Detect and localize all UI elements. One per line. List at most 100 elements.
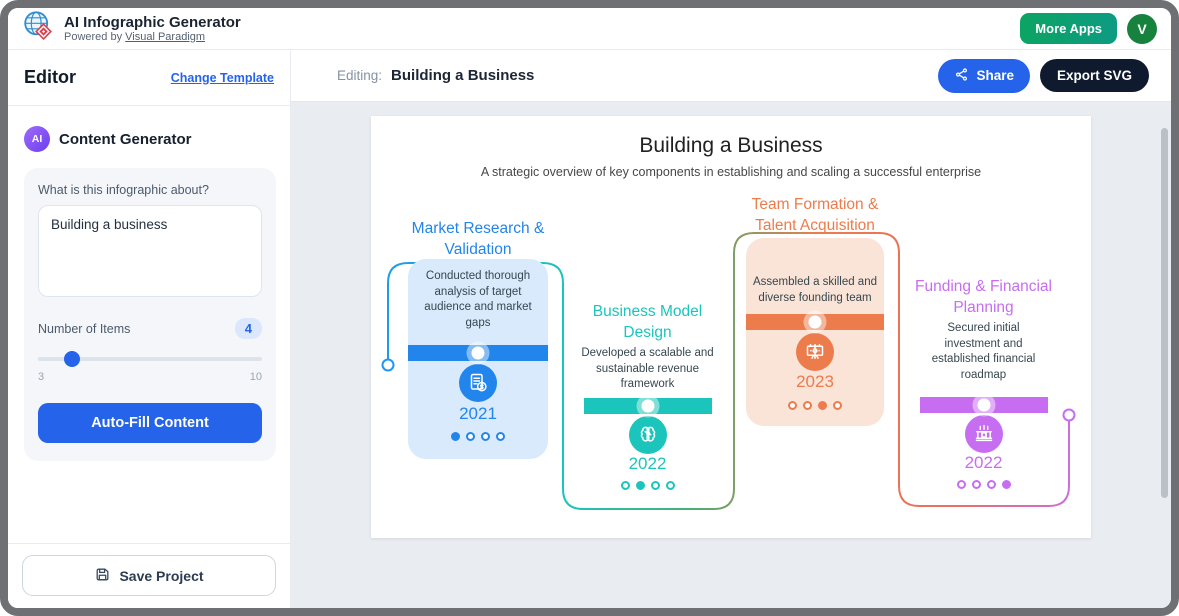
about-input[interactable]: Building a business bbox=[38, 205, 262, 297]
number-of-items-value-badge: 4 bbox=[234, 318, 262, 339]
sidebar-title: Editor bbox=[24, 67, 76, 87]
about-label: What is this infographic about? bbox=[38, 183, 209, 197]
dot bbox=[665, 480, 675, 490]
sidebar-header: Editor Change Template bbox=[8, 50, 290, 106]
editing-info: Editing: Building a Business bbox=[337, 67, 534, 84]
bank-icon bbox=[964, 415, 1003, 453]
editing-bar: Editing: Building a Business Share Exp bbox=[291, 50, 1171, 102]
brand-text: AI Infographic Generator Powered by Visu… bbox=[64, 14, 241, 44]
timeline-knob bbox=[471, 346, 485, 360]
dot bbox=[788, 401, 797, 410]
timeline-item-description: Assembled a skilled and diverse founding… bbox=[752, 276, 877, 304]
timeline-item-title: Business Model Design bbox=[592, 303, 703, 341]
timeline-item[interactable]: Team Formation & Talent Acquisition Asse… bbox=[737, 194, 893, 410]
visual-paradigm-logo-icon bbox=[22, 10, 55, 48]
slider-thumb[interactable] bbox=[63, 351, 80, 367]
export-svg-button[interactable]: Export SVG bbox=[1039, 59, 1149, 92]
slider-track[interactable] bbox=[38, 357, 262, 361]
timeline-dots bbox=[956, 480, 1011, 489]
timeline-dots bbox=[451, 432, 505, 441]
user-avatar[interactable]: V bbox=[1127, 13, 1157, 44]
timeline-knob bbox=[808, 315, 822, 329]
canvas-area: Building a Business A strategic overview… bbox=[291, 102, 1171, 608]
content-generator-title: Content Generator bbox=[59, 130, 192, 148]
timeline-year: 2023 bbox=[796, 372, 834, 391]
visual-paradigm-link[interactable]: Visual Paradigm bbox=[125, 30, 206, 43]
document-name[interactable]: Building a Business bbox=[391, 67, 535, 84]
infographic-title: Building a Business bbox=[639, 134, 823, 157]
slider-max-label: 10 bbox=[249, 371, 262, 383]
dot bbox=[496, 432, 505, 441]
timeline-item-title: Funding & Financial Planning bbox=[915, 278, 1052, 316]
dot bbox=[818, 401, 827, 410]
editor-sidebar: Editor Change Template AI Content Genera… bbox=[8, 50, 291, 608]
dot bbox=[650, 480, 660, 490]
editing-actions: Share Export SVG bbox=[938, 58, 1149, 93]
dot bbox=[986, 480, 996, 489]
header-right: More Apps V bbox=[1020, 13, 1157, 44]
timeline-year: 2022 bbox=[964, 453, 1003, 472]
powered-prefix: Powered by bbox=[64, 30, 126, 43]
dot bbox=[956, 480, 966, 489]
slider-min-label: 3 bbox=[38, 371, 45, 383]
main-area: Editing: Building a Business Share Exp bbox=[291, 50, 1171, 608]
items-slider[interactable] bbox=[38, 351, 262, 367]
powered-by: Powered by Visual Paradigm bbox=[64, 31, 241, 44]
timeline-dots bbox=[620, 480, 675, 490]
infographic-canvas[interactable]: Building a Business A strategic overview… bbox=[371, 116, 1091, 538]
timeline-item-description: Developed a scalable and sustainable rev… bbox=[581, 347, 714, 390]
brain-icon bbox=[628, 415, 667, 454]
timeline-connector-line bbox=[381, 232, 1076, 510]
timeline-year: 2022 bbox=[628, 453, 667, 473]
change-template-link[interactable]: Change Template bbox=[170, 70, 274, 85]
dot bbox=[1001, 480, 1011, 489]
timeline-bar bbox=[919, 397, 1048, 413]
auto-fill-content-button[interactable]: Auto-Fill Content bbox=[38, 403, 262, 443]
share-button[interactable]: Share bbox=[938, 58, 1030, 93]
more-apps-button[interactable]: More Apps bbox=[1020, 13, 1117, 44]
timeline-item[interactable]: Market Research & Validation Conducted t… bbox=[403, 218, 553, 441]
dot bbox=[971, 480, 981, 489]
number-of-items-row: Number of Items 4 bbox=[38, 318, 262, 339]
app-title: AI Infographic Generator bbox=[64, 13, 241, 31]
share-label: Share bbox=[976, 68, 1014, 83]
timeline-bar bbox=[746, 314, 884, 330]
sidebar-content: AI Content Generator What is this infogr… bbox=[8, 106, 290, 543]
brand: AI Infographic Generator Powered by Visu… bbox=[22, 10, 241, 48]
dot bbox=[620, 480, 630, 490]
timeline-knob bbox=[977, 398, 990, 412]
timeline-dots bbox=[788, 401, 842, 410]
share-nodes-icon bbox=[954, 67, 969, 85]
timeline-year: 2021 bbox=[459, 404, 497, 423]
content-generator-panel: What is this infographic about? Building… bbox=[24, 168, 276, 461]
dot bbox=[635, 480, 645, 490]
timeline-bar bbox=[583, 397, 712, 414]
timeline-card-background bbox=[746, 238, 884, 426]
floppy-disk-icon bbox=[94, 566, 111, 586]
sidebar-footer: Save Project bbox=[8, 543, 290, 608]
editing-prefix: Editing: bbox=[337, 68, 383, 83]
content-generator-header: AI Content Generator bbox=[24, 126, 276, 152]
ai-badge-icon: AI bbox=[24, 126, 50, 152]
slider-minmax: 3 10 bbox=[38, 371, 262, 383]
timeline-knob bbox=[641, 399, 654, 412]
timeline-item-title: Market Research & Validation bbox=[411, 220, 545, 258]
team-board-icon bbox=[796, 333, 834, 371]
number-of-items-label: Number of Items bbox=[38, 321, 131, 336]
dot bbox=[451, 432, 460, 441]
dot bbox=[803, 401, 812, 410]
timeline-item[interactable]: Business Model Design Developed a scalab… bbox=[575, 301, 720, 490]
timeline-item-description: Secured initial investment and establish… bbox=[931, 322, 1036, 381]
timeline-item-description: Conducted thorough analysis of target au… bbox=[424, 270, 532, 329]
save-project-label: Save Project bbox=[119, 567, 204, 584]
dot bbox=[481, 432, 490, 441]
save-project-button[interactable]: Save Project bbox=[22, 555, 276, 596]
vertical-scrollbar-thumb[interactable] bbox=[1161, 128, 1168, 498]
dot bbox=[833, 401, 842, 410]
timeline-item-title: Team Formation & Talent Acquisition bbox=[751, 196, 879, 234]
app-header: AI Infographic Generator Powered by Visu… bbox=[8, 8, 1171, 50]
timeline-bar bbox=[408, 345, 548, 361]
timeline-item[interactable]: Funding & Financial Planning Secured ini… bbox=[911, 276, 1056, 489]
dot bbox=[466, 432, 475, 441]
